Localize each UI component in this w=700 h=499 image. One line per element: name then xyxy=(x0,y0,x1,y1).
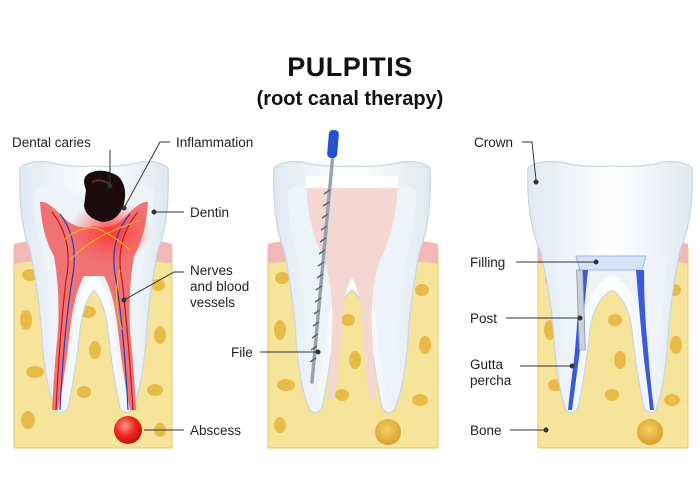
label-gutta-line1: Gutta xyxy=(470,357,504,372)
dental-caries-lesion xyxy=(84,170,126,222)
bone-spots-1 xyxy=(20,269,166,437)
diagram-title: PULPITIS xyxy=(287,52,413,82)
tooth-2-file xyxy=(267,129,439,449)
nerves-vessels xyxy=(51,211,141,411)
abscess-bulb xyxy=(114,416,142,444)
label-nerves-line2: and blood xyxy=(190,279,250,294)
diagram-subtitle: (root canal therapy) xyxy=(256,88,444,110)
label-crown: Crown xyxy=(474,135,514,150)
post xyxy=(576,269,586,351)
label-nerves-line1: Nerves xyxy=(190,263,233,278)
label-post: Post xyxy=(470,311,498,326)
label-abscess: Abscess xyxy=(190,423,242,438)
label-dental-caries: Dental caries xyxy=(12,135,91,150)
tooth-1-pulpitis xyxy=(13,161,173,449)
label-bone: Bone xyxy=(470,423,502,438)
file-handle xyxy=(327,129,339,159)
leader-lines xyxy=(107,141,599,433)
tooth-2-canal xyxy=(306,182,398,400)
label-nerves-line3: vessels xyxy=(190,295,236,310)
label-gutta-line2: percha xyxy=(470,373,512,388)
filling xyxy=(575,255,647,271)
gutta-percha-right xyxy=(636,270,654,410)
tooth-3-restored xyxy=(527,161,693,449)
endodontic-file xyxy=(309,129,339,384)
label-inflammation: Inflammation xyxy=(176,135,254,150)
label-file: File xyxy=(231,345,253,360)
bone-spots-2 xyxy=(274,272,431,433)
label-filling: Filling xyxy=(470,255,506,270)
label-dentin: Dentin xyxy=(190,205,230,220)
